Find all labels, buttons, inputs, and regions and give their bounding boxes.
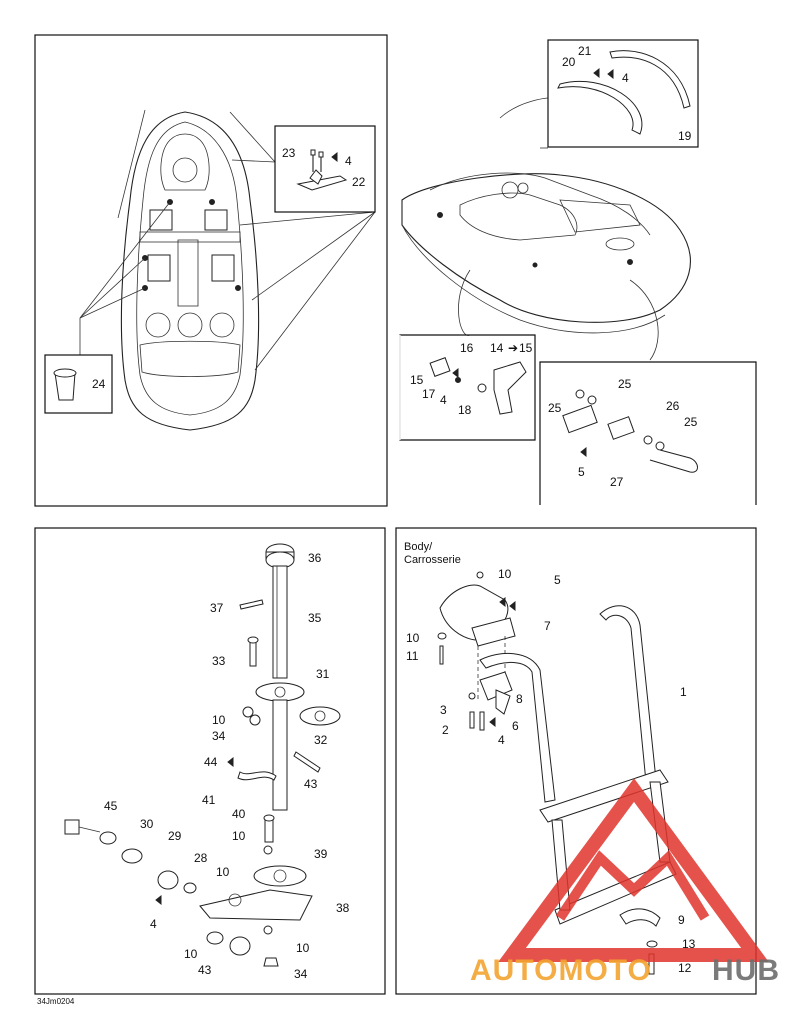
callout-label: 11 <box>406 649 419 663</box>
callout-label: 41 <box>202 793 216 807</box>
watermark-triangle-inner <box>555 850 710 921</box>
callout-label: 4 <box>622 71 629 85</box>
watermark-text-automoto: AUTOMOTO <box>470 954 652 987</box>
callout-label: 7 <box>544 619 551 633</box>
panel-frame-bottom-right <box>395 527 757 995</box>
callout-label: 3 <box>440 703 447 717</box>
callout-label: 18 <box>458 403 472 417</box>
callout-label: 4 <box>440 393 447 407</box>
body-caption: Body/ <box>404 541 433 553</box>
callout-label: 22 <box>352 175 366 189</box>
callout-label: 5 <box>578 465 585 479</box>
callout-label: 43 <box>198 963 212 977</box>
callout-label: 14 <box>490 341 504 355</box>
callout-label: 25 <box>684 415 698 429</box>
callout-label: 44 <box>204 755 218 769</box>
callout-label: 2 <box>442 723 449 737</box>
panel-frame-top-left <box>34 34 388 507</box>
callout-label: 23 <box>282 146 296 160</box>
callout-label: 32 <box>314 733 328 747</box>
watermark-logo <box>498 778 769 962</box>
callout-label: 4 <box>498 733 505 747</box>
callout-label: 16 <box>460 341 474 355</box>
callout-label: 21 <box>578 44 592 58</box>
callout-label: 12 <box>678 961 692 975</box>
callout-label: 10 <box>184 947 198 961</box>
callout-label: 6 <box>512 719 519 733</box>
cleat-inset <box>274 125 376 213</box>
callout-label: 33 <box>212 654 226 668</box>
post-assembly <box>64 543 341 967</box>
callout-label: 40 <box>232 807 246 821</box>
callout-label: 31 <box>316 667 330 681</box>
callout-label: 43 <box>304 777 318 791</box>
callout-label: 37 <box>210 601 224 615</box>
leader-lines-top-left <box>79 109 376 371</box>
callout-label: 10 <box>498 567 512 581</box>
callout-label: 35 <box>308 611 322 625</box>
callout-label: 36 <box>308 551 322 565</box>
callout-label: 39 <box>314 847 328 861</box>
callout-label: 19 <box>678 129 692 143</box>
callout-label: 15 <box>410 373 424 387</box>
ski-hook-inset <box>539 361 757 505</box>
callout-label: 30 <box>140 817 154 831</box>
callout-label: 8 <box>516 692 523 706</box>
callout-label: 26 <box>666 399 680 413</box>
arrow-glyph: ➔ <box>508 341 518 355</box>
boat-iso-view <box>401 172 691 334</box>
watermark-triangle-outer <box>498 778 769 962</box>
callout-label: 45 <box>104 799 118 813</box>
callout-label: 9 <box>678 913 685 927</box>
drain-cup-inset <box>44 354 113 414</box>
panel-frame-bottom-left <box>34 527 386 995</box>
callout-label: 10 <box>296 941 310 955</box>
callout-label: 10 <box>232 829 246 843</box>
callout-label: 10 <box>406 631 420 645</box>
callout-label: 25 <box>548 401 562 415</box>
callout-label: 38 <box>336 901 350 915</box>
diagram-code: 34Jm0204 <box>37 997 75 1006</box>
body-caption: Carrosserie <box>404 554 461 566</box>
boat-top-view <box>120 111 260 431</box>
callout-label: 4 <box>150 917 157 931</box>
callout-label: 29 <box>168 829 182 843</box>
callout-label: 27 <box>610 475 624 489</box>
callout-label: 24 <box>92 377 106 391</box>
lever-inset <box>399 334 536 441</box>
callout-label: 4 <box>345 154 352 168</box>
callout-label: 34 <box>294 967 308 981</box>
callout-label: 20 <box>562 55 576 69</box>
callout-label: 10 <box>212 713 226 727</box>
callout-label: 25 <box>618 377 632 391</box>
callout-label: 28 <box>194 851 208 865</box>
grab-handle-inset <box>547 39 699 148</box>
callout-label: 10 <box>216 865 230 879</box>
callout-label: 15 <box>519 341 533 355</box>
callout-label: 1 <box>680 685 687 699</box>
callout-label: 13 <box>682 937 696 951</box>
callout-label: 5 <box>554 573 561 587</box>
watermark-text-hub: HUB <box>712 954 780 987</box>
callout-label: 34 <box>212 729 226 743</box>
callout-label: 17 <box>422 387 436 401</box>
